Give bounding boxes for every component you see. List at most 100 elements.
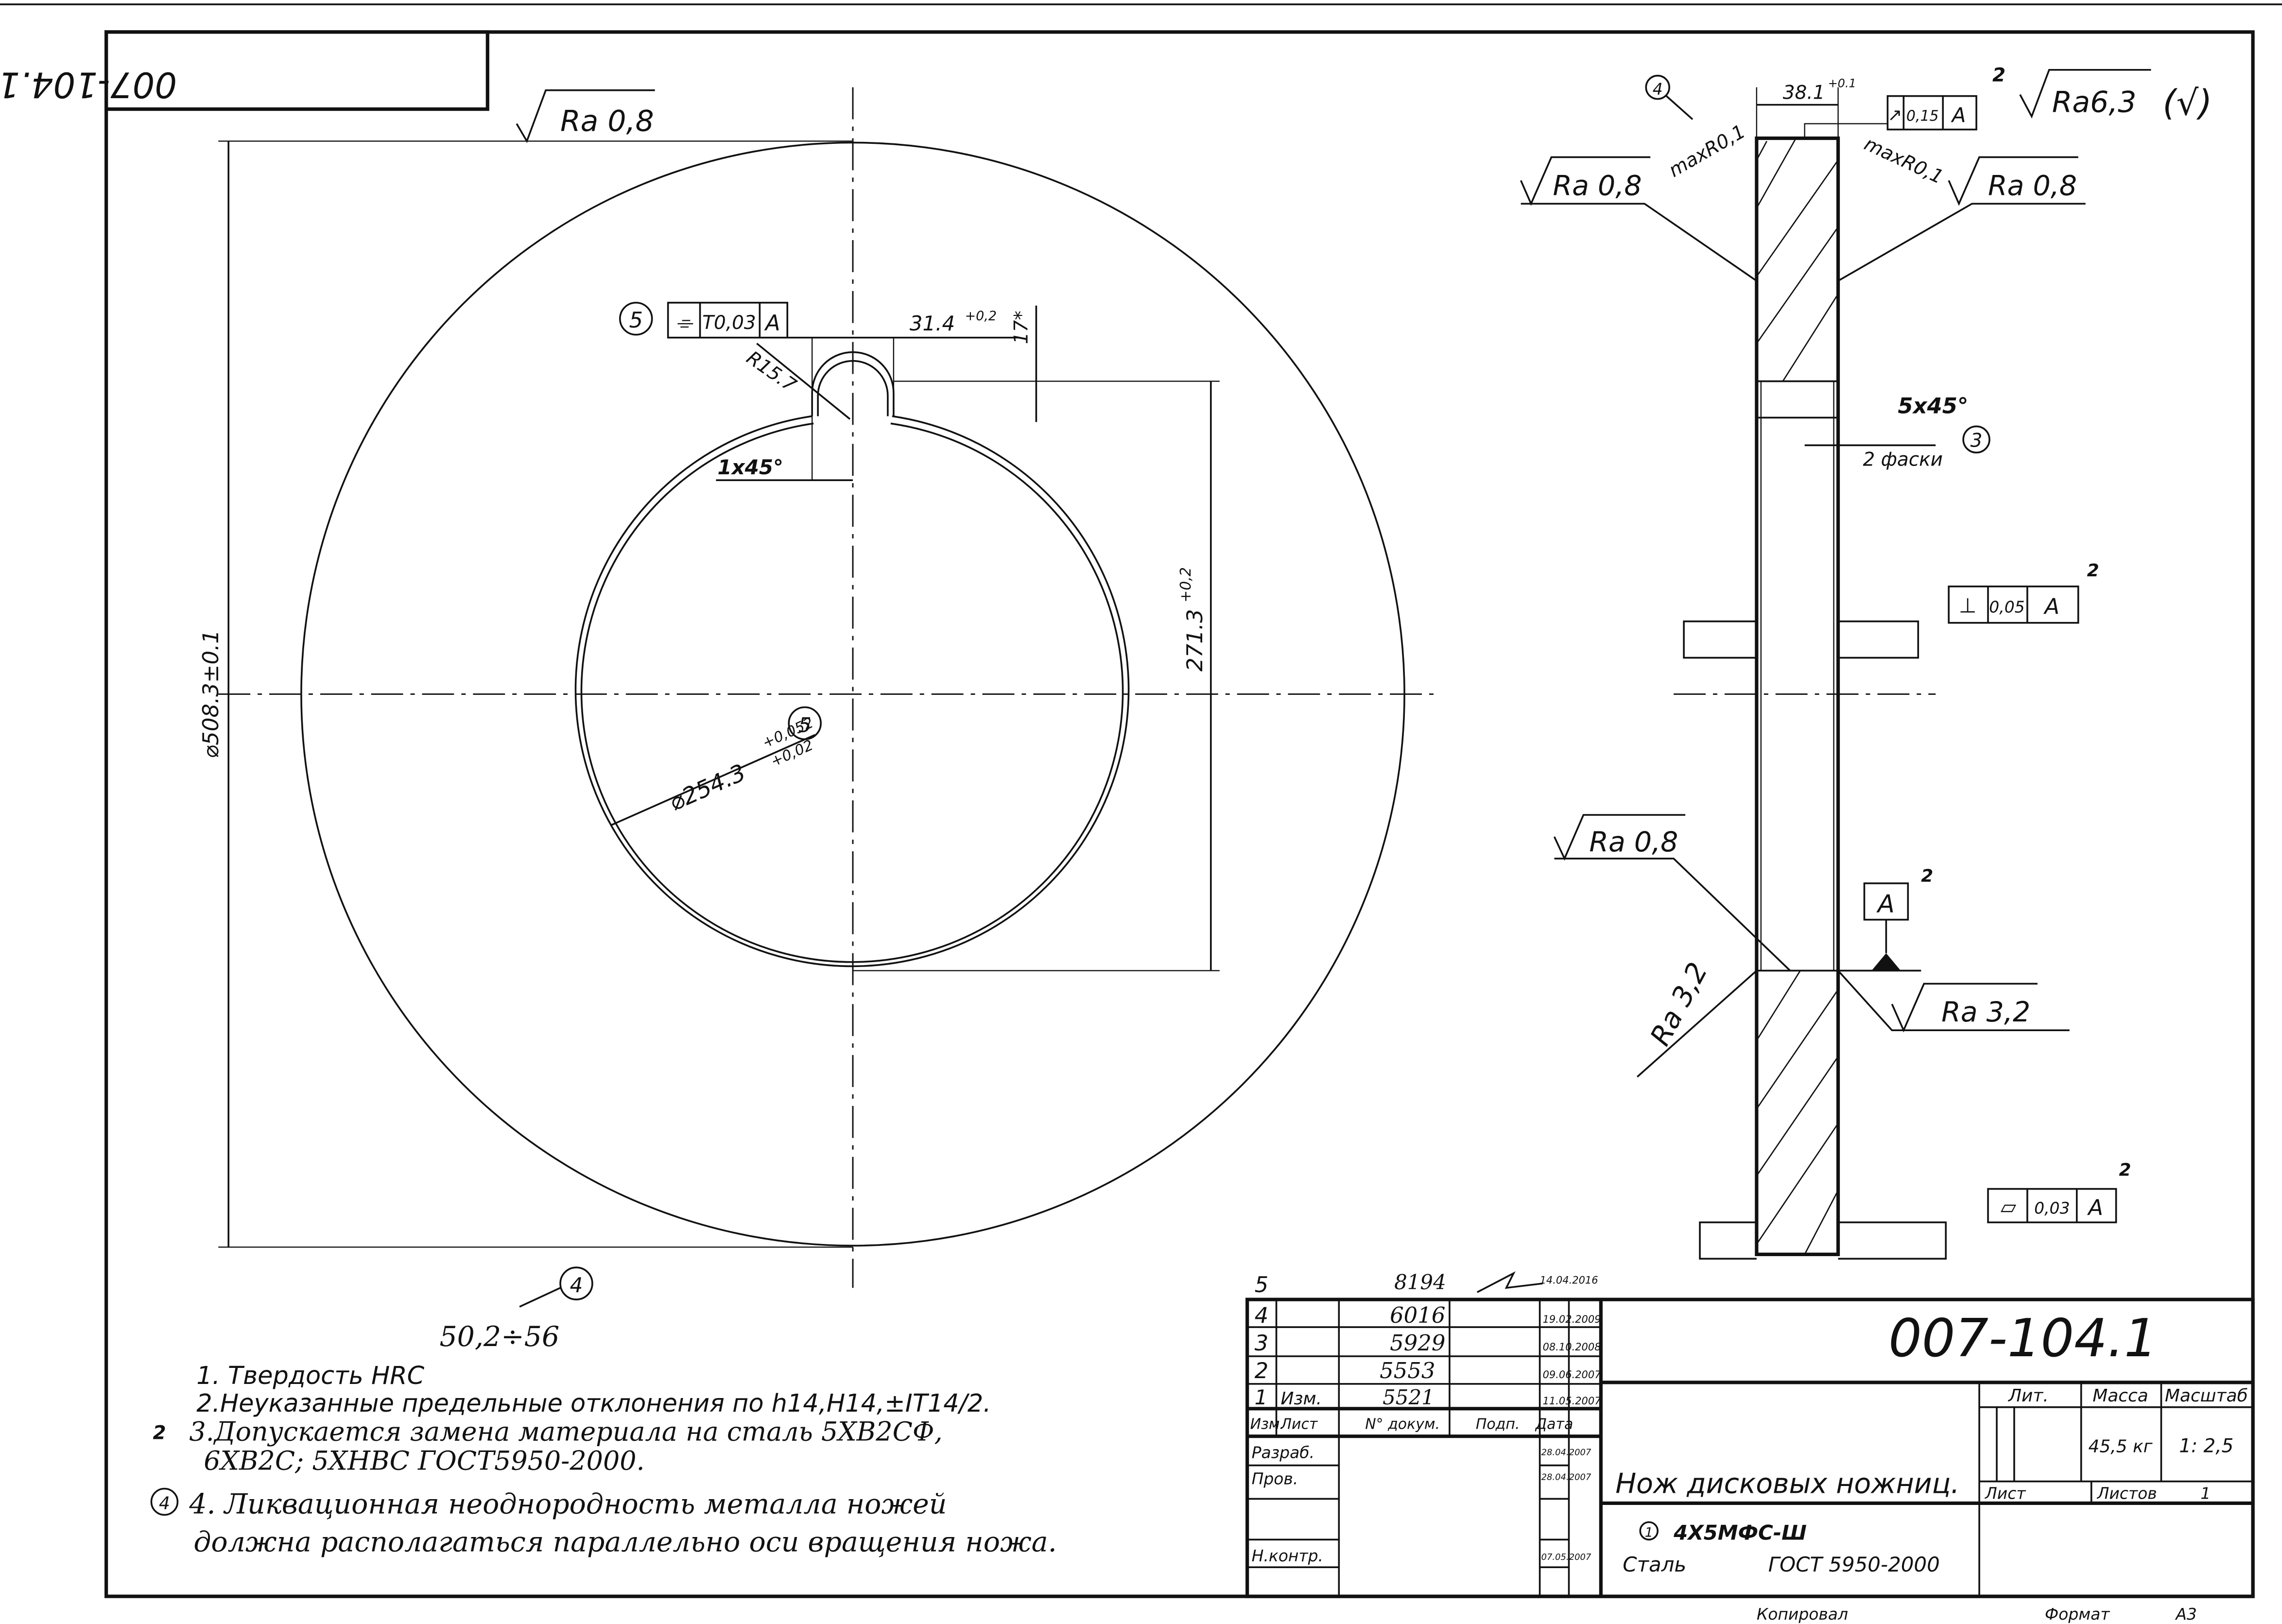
- note-4-cont: должна располагаться параллельно оси вра…: [193, 1526, 1056, 1558]
- bore-height-label: 271.3: [1182, 609, 1208, 672]
- roughness-left-top-label: Ra 0,8: [1553, 170, 1642, 202]
- svg-text:14.04.2016: 14.04.2016: [1540, 1274, 1598, 1286]
- svg-text:5929: 5929: [1390, 1330, 1445, 1356]
- perp-ref-bubble: 2: [2087, 561, 2099, 581]
- material-mark: 4Х5МФС-Ш: [1673, 1520, 1807, 1544]
- svg-text:4: 4: [159, 1493, 170, 1513]
- part-title: Нож дисковых ножниц.: [1615, 1468, 1959, 1500]
- keyway-width-tol: +0,2: [965, 309, 997, 324]
- svg-text:0,15: 0,15: [1906, 108, 1939, 125]
- signature: [1476, 1271, 1543, 1293]
- general-roughness-other: (√): [2162, 83, 2212, 123]
- svg-text:28.04.2007: 28.04.2007: [1541, 1448, 1591, 1458]
- svg-text:A: A: [2043, 594, 2059, 620]
- ref-4-bubble: 4: [1653, 80, 1663, 99]
- bore-diameter-leader: [611, 734, 815, 826]
- hatch-bottom: [1756, 970, 1839, 1255]
- flatness-tolerance-frame: ▱ 0,03 A: [1987, 1188, 2117, 1224]
- roughness-top-label: Ra 0,8: [560, 104, 654, 138]
- material-type: Сталь: [1623, 1553, 1686, 1576]
- section-chamfer-label: 5x45°: [1898, 393, 1968, 418]
- svg-text:Масса: Масса: [2092, 1386, 2148, 1406]
- svg-text:Лист: Лист: [1985, 1484, 2026, 1503]
- svg-text:Подп.: Подп.: [1476, 1416, 1520, 1433]
- sheets-count: 1: [2200, 1484, 2211, 1503]
- symmetry-icon: ⌯: [676, 310, 693, 334]
- svg-text:5: 5: [1255, 1272, 1269, 1297]
- svg-text:T0,03: T0,03: [702, 312, 756, 334]
- edge-radius-right-label: maxR0,1: [1861, 133, 1946, 189]
- svg-text:1: 1: [1255, 1385, 1268, 1409]
- rotated-drawing-number: 007-104.1: [0, 65, 177, 105]
- perpendicularity-tolerance-frame: ⊥ 0,05 A: [1948, 586, 2079, 624]
- footer-format: А3: [2175, 1605, 2197, 1624]
- svg-text:8194: 8194: [1394, 1270, 1446, 1294]
- note-1: 1. Твердость HRC: [196, 1362, 424, 1390]
- general-roughness-label: Ra6,3: [2052, 86, 2137, 120]
- note-3-cont: 6ХВ2С; 5ХНВС ГОСТ5950-2000.: [204, 1446, 644, 1476]
- datum-ref-bubble: 2: [1921, 866, 1933, 886]
- svg-text:Листов: Листов: [2097, 1484, 2157, 1503]
- svg-text:0,03: 0,03: [2034, 1199, 2070, 1218]
- runout-tolerance-frame: ↗ 0,15 A: [1886, 95, 1977, 131]
- svg-text:09.06.2007: 09.06.2007: [1543, 1369, 1602, 1381]
- svg-text:Лит.: Лит.: [2007, 1386, 2049, 1406]
- roughness-symbol: [516, 89, 655, 143]
- front-view: Ra 0,8 ⌀508.3±0.1 271.3 +0,2 ⌀254.3 +0,0…: [198, 87, 1441, 1353]
- svg-text:N° докум.: N° докум.: [1365, 1416, 1440, 1433]
- datum-label: A: [1876, 890, 1895, 919]
- bore-height-tol: +0,2: [1177, 567, 1194, 603]
- roughness-right-bottom-label: Ra 3,2: [1941, 996, 2030, 1028]
- rotated-number-box: 007-104.1: [0, 30, 489, 111]
- svg-text:Изм.: Изм.: [1250, 1416, 1284, 1433]
- perpendicularity-icon: ⊥: [1959, 594, 1977, 618]
- svg-text:A: A: [764, 310, 780, 336]
- outer-diameter-label: ⌀508.3±0.1: [198, 630, 224, 759]
- svg-text:07.05.2007: 07.05.2007: [1541, 1552, 1591, 1562]
- svg-text:Дата: Дата: [1535, 1416, 1573, 1433]
- svg-text:Н.контр.: Н.контр.: [1252, 1546, 1323, 1565]
- hatch-top: [1756, 138, 1839, 382]
- section-view: 38.1 +0.1 4 ↗ 0,15 A 2 maxR0,1 maxR0,1 R…: [1520, 65, 2212, 1260]
- datum-triangle-icon: [1871, 953, 1901, 971]
- material-standard: ГОСТ 5950-2000: [1768, 1553, 1940, 1576]
- note-3: 3.Допускается замена материала на сталь …: [189, 1417, 942, 1447]
- flatness-icon: ▱: [2001, 1195, 2017, 1219]
- thickness-tol: +0.1: [1828, 77, 1856, 90]
- technical-notes: 1. Твердость HRC 2.Неуказанные предельны…: [150, 1362, 1057, 1558]
- svg-text:28.04.2007: 28.04.2007: [1541, 1472, 1591, 1483]
- svg-text:2: 2: [1255, 1358, 1269, 1383]
- edge-radius-left-label: maxR0,1: [1665, 121, 1749, 182]
- keyway-depth-label: 17*: [1010, 311, 1032, 344]
- svg-text:2: 2: [153, 1422, 166, 1444]
- flat-ref-bubble: 2: [2119, 1160, 2131, 1180]
- drawing-frame: [104, 30, 2255, 1598]
- svg-text:5521: 5521: [1383, 1385, 1435, 1409]
- roughness-right-top-label: Ra 0,8: [1988, 170, 2077, 202]
- svg-text:6016: 6016: [1390, 1302, 1445, 1328]
- svg-text:19.02.2009: 19.02.2009: [1543, 1313, 1601, 1325]
- svg-text:0,05: 0,05: [1989, 598, 2024, 617]
- mass-value: 45,5 кг: [2089, 1437, 2153, 1457]
- bore-ref-bubble: 5: [798, 713, 812, 737]
- svg-text:1: 1: [1645, 1525, 1653, 1540]
- svg-text:08.10.2008: 08.10.2008: [1543, 1341, 1601, 1353]
- svg-text:4: 4: [1255, 1302, 1269, 1328]
- keyway-width-label: 31.4: [910, 311, 955, 335]
- svg-text:Масштаб: Масштаб: [2165, 1386, 2248, 1406]
- footer-copied: Копировал: [1757, 1605, 1848, 1624]
- svg-text:3: 3: [1255, 1330, 1269, 1356]
- svg-text:Лист: Лист: [1280, 1416, 1318, 1433]
- title-block: 5 8194 14.04.2016: [1245, 1270, 2255, 1598]
- keyway-chamfer-label: 1x45°: [717, 455, 783, 479]
- drawing-number: 007-104.1: [1888, 1308, 2157, 1369]
- section-outline: [1755, 136, 1840, 1256]
- symmetry-tolerance-frame: ⌯ T0,03 A: [667, 302, 789, 339]
- svg-text:5553: 5553: [1380, 1358, 1435, 1383]
- hardness-range-label: 50,2÷56: [439, 1321, 559, 1353]
- roughness-left-bottom-label: Ra 3,2: [1644, 957, 1714, 1051]
- svg-text:A: A: [1951, 104, 1966, 127]
- footer-format-label: Формат: [2045, 1605, 2110, 1624]
- svg-text:A: A: [2087, 1195, 2103, 1221]
